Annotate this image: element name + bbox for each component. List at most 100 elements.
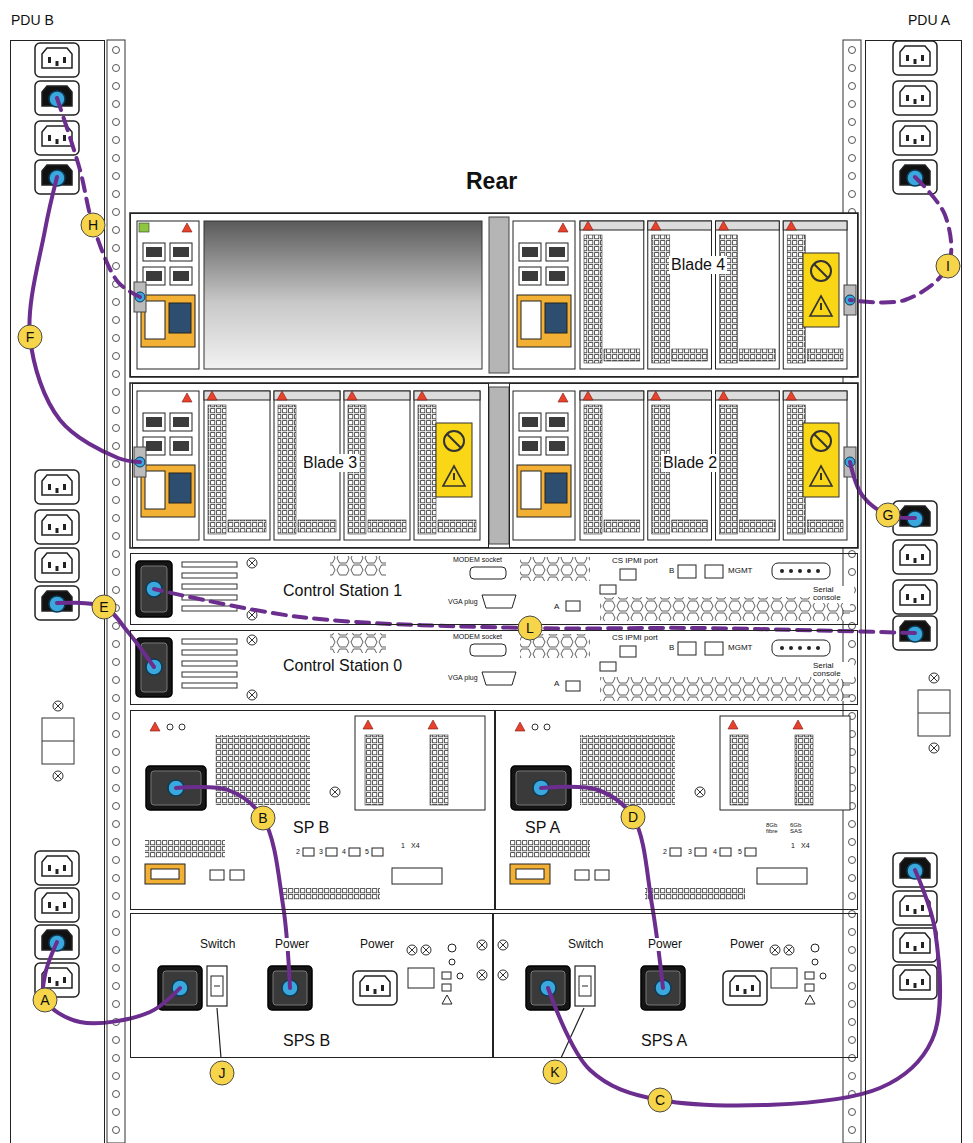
outlet-pin bbox=[921, 942, 924, 948]
hex-vent bbox=[330, 633, 386, 653]
network-port bbox=[519, 243, 541, 261]
pdu-breaker bbox=[918, 690, 950, 736]
serial-socket bbox=[516, 869, 544, 879]
card-handle bbox=[580, 221, 644, 230]
rail-hole bbox=[113, 533, 120, 540]
rail-hole bbox=[113, 83, 120, 90]
io-module bbox=[720, 716, 850, 810]
network-port bbox=[143, 243, 165, 261]
outlet-socket bbox=[42, 515, 72, 535]
screw-cross bbox=[479, 942, 486, 949]
outlet-pin bbox=[914, 99, 917, 104]
switch-rocker bbox=[211, 976, 223, 996]
indicator bbox=[179, 724, 185, 730]
outlet-pin bbox=[56, 139, 59, 144]
card-handle bbox=[716, 391, 780, 400]
outlet-pin bbox=[921, 554, 924, 560]
outlet-pin bbox=[906, 979, 909, 985]
warning-triangle bbox=[182, 223, 192, 232]
network-port bbox=[170, 413, 192, 431]
rail-hole bbox=[113, 245, 120, 252]
fibre-port bbox=[720, 848, 731, 856]
rail-hole bbox=[849, 101, 856, 108]
rail-hole bbox=[849, 839, 856, 846]
port-socket bbox=[549, 247, 565, 257]
warning-triangle bbox=[786, 221, 796, 230]
network-port bbox=[705, 565, 723, 578]
power-cable bbox=[57, 98, 140, 297]
pdu-strip: PDU B bbox=[10, 40, 105, 1143]
serial-pin bbox=[798, 569, 802, 573]
outlet-pin bbox=[63, 865, 66, 871]
outlet-pin bbox=[56, 981, 59, 986]
callout-letter: K bbox=[543, 1060, 568, 1085]
hex-vent bbox=[600, 597, 850, 621]
callout-letter: L bbox=[518, 616, 543, 641]
outlet-pin bbox=[906, 905, 909, 911]
outlet-pin bbox=[63, 135, 66, 141]
outlet-pin bbox=[48, 865, 51, 871]
network-port bbox=[546, 267, 568, 285]
blade-module: Blade 2 bbox=[509, 383, 858, 548]
rail-hole bbox=[113, 749, 120, 756]
screw bbox=[695, 787, 705, 797]
rail-hole bbox=[113, 875, 120, 882]
rack-rail bbox=[107, 40, 125, 1143]
network-port bbox=[595, 870, 609, 880]
outlet-pin bbox=[906, 594, 909, 600]
serial-port bbox=[772, 640, 830, 656]
card-vent bbox=[652, 235, 670, 363]
io-module bbox=[513, 391, 575, 540]
warning-triangle bbox=[786, 391, 796, 400]
rail-hole bbox=[113, 839, 120, 846]
indicator bbox=[805, 984, 814, 991]
screw-cross bbox=[332, 789, 339, 796]
prohibit-sign bbox=[811, 431, 831, 451]
node-label: SPS A bbox=[639, 1032, 689, 1050]
vent-grid bbox=[580, 735, 675, 805]
indicator bbox=[448, 944, 456, 952]
outlet-pin bbox=[48, 484, 51, 490]
panel-label: CS IPMI port bbox=[611, 634, 659, 642]
network-port bbox=[575, 870, 589, 880]
rail-hole bbox=[113, 695, 120, 702]
panel-label: 3 bbox=[687, 848, 693, 855]
pdu-outlet bbox=[893, 121, 937, 155]
indicator bbox=[449, 959, 455, 965]
vent-slot bbox=[182, 683, 237, 688]
callout-letter: E bbox=[92, 595, 117, 620]
outlet-socket bbox=[42, 856, 72, 876]
screw bbox=[784, 945, 794, 955]
serial-port bbox=[521, 471, 541, 509]
outlet-pin bbox=[63, 562, 66, 568]
outlet-pin bbox=[56, 61, 59, 66]
panel-label: CS IPMI port bbox=[611, 557, 659, 565]
rail-hole bbox=[849, 1001, 856, 1008]
vent-grid bbox=[215, 735, 310, 805]
rail-hole bbox=[849, 929, 856, 936]
screw bbox=[53, 701, 63, 711]
serial-port bbox=[145, 301, 165, 339]
rail-hole bbox=[849, 893, 856, 900]
panel-label: VGA plug bbox=[447, 598, 479, 605]
rail-hole bbox=[113, 803, 120, 810]
rail-hole bbox=[849, 1037, 856, 1044]
vent-slot bbox=[182, 573, 237, 578]
blade-enclosure: Blade 4 bbox=[130, 213, 858, 377]
outlet-socket bbox=[900, 126, 930, 146]
rail-hole bbox=[113, 785, 120, 792]
warning-label bbox=[803, 423, 839, 497]
pdu-outlet bbox=[893, 965, 937, 999]
panel-label: VGA plug bbox=[447, 674, 479, 681]
sas-port bbox=[757, 868, 807, 884]
node-label: Blade 2 bbox=[661, 454, 719, 472]
rail-hole bbox=[113, 1073, 120, 1080]
panel-label: 4 bbox=[341, 848, 347, 855]
management-module bbox=[517, 465, 571, 517]
warning-triangle bbox=[719, 221, 729, 230]
outlet-pin bbox=[906, 554, 909, 560]
panel-label: B bbox=[668, 567, 675, 575]
warning-triangle bbox=[583, 391, 593, 400]
serial-pin bbox=[807, 646, 811, 650]
panel-label: Power bbox=[359, 938, 395, 951]
